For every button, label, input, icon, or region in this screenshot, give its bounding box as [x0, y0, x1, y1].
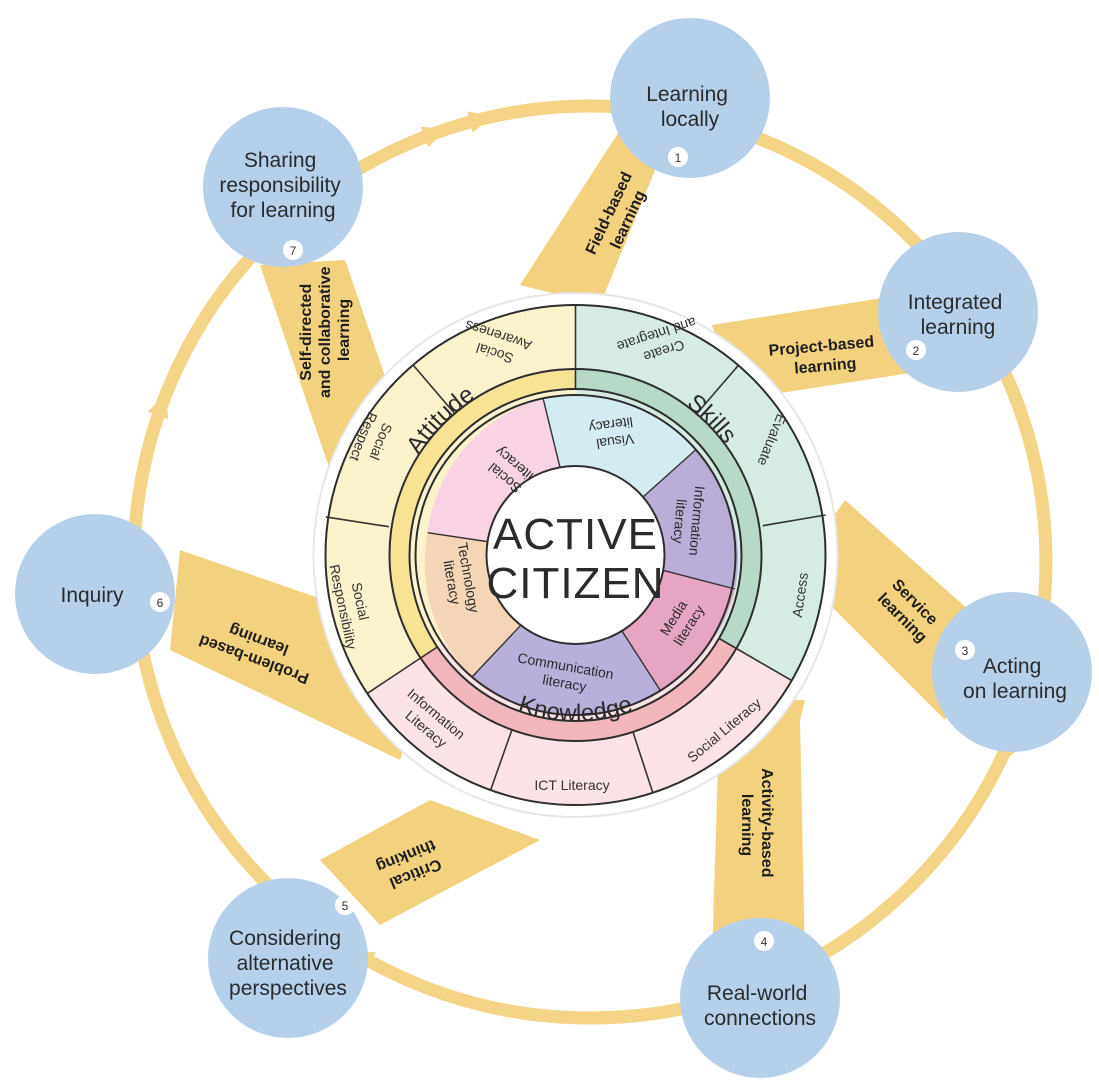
node-circle [208, 878, 368, 1038]
svg-text:4: 4 [761, 935, 768, 949]
node-number-badge [283, 240, 303, 260]
cycle-arrowhead [420, 126, 446, 148]
node-learning-locally: Learning locally 1 [610, 18, 770, 178]
svg-text:Integrated learning: Integrated learning [908, 291, 1008, 339]
inner-segment-communication-literacy [472, 624, 660, 715]
inner-segment-visual-literacy [543, 394, 696, 497]
node-circle [203, 107, 363, 267]
node-real-world: Real-world connections 4 [680, 918, 840, 1078]
inner-segment-media-literacy [621, 570, 735, 690]
node-number-badge [906, 340, 926, 360]
node-number-badge [668, 147, 688, 167]
svg-text:6: 6 [157, 596, 164, 610]
node-circle [610, 18, 770, 178]
cycle-arrowhead [147, 394, 169, 420]
cycle-arrowhead [467, 111, 492, 133]
node-number-badge [754, 931, 774, 951]
band-label-self-directed: Self-directed and collaborative learning [298, 262, 353, 398]
outer-label-ict-literacy: ICT Literacy [534, 777, 609, 793]
svg-text:5: 5 [342, 899, 349, 913]
svg-text:Sharing responsibility: Sharing responsibility for learning [219, 149, 346, 222]
node-considering-alternative-perspectives: Considering alternative perspectives 5 [208, 878, 368, 1038]
svg-text:Learning locally: Learning locally [646, 83, 734, 131]
ring-attitude [389, 369, 576, 658]
inner-dividers [427, 397, 736, 691]
band-project-based-learning [712, 292, 930, 400]
svg-text:Considering alternative: Considering alternative perspectives [229, 927, 347, 1000]
inner-segment-social-literacy [427, 398, 560, 544]
svg-text:Acting on learning: Acting on learning [963, 655, 1067, 703]
learning-nodes: Learning locally 1 Integrated learning 2… [610, 18, 1092, 752]
node-integrated-learning: Integrated learning 2 [878, 232, 1038, 392]
outer-label-access: Access [789, 572, 811, 619]
band-critical-thinking [320, 800, 540, 925]
ring-skills [575, 368, 762, 649]
node-acting-on-learning: Acting on learning 3 [932, 592, 1092, 752]
center-title-line1: ACTIVE [493, 510, 658, 559]
node-circle [932, 592, 1092, 752]
outer-dividers [325, 305, 826, 793]
svg-text:1: 1 [675, 151, 682, 165]
node-number-badge [335, 895, 355, 915]
svg-text:2: 2 [913, 344, 920, 358]
central-wheel: ACTIVE CITIZEN Attitude Skills Knowledge… [312, 292, 839, 818]
svg-text:Real-world connections: Real-world connections [704, 982, 816, 1030]
node-number-badge [150, 592, 170, 612]
svg-text:7: 7 [290, 244, 297, 258]
node-number-badge [955, 640, 975, 660]
svg-text:3: 3 [962, 644, 969, 658]
node-sharing-responsibility: Sharing responsibility for learning 7 [203, 107, 363, 267]
center-disk [485, 465, 666, 645]
inner-label-visual-literacy: Visual literacy [588, 414, 637, 453]
svg-text:Inquiry: Inquiry [60, 584, 124, 607]
inner-segment-information-literacy [643, 450, 738, 589]
band-field-based-learning [520, 130, 660, 305]
ring-knowledge [420, 638, 737, 742]
node-circle [680, 918, 840, 1078]
center-title-line2: CITIZEN [486, 559, 664, 608]
node-circle [15, 514, 175, 674]
band-label-activity-based: Activity-based learning [738, 768, 775, 882]
node-inquiry: Inquiry 6 [15, 514, 175, 674]
inner-label-information-literacy: Information literacy [669, 484, 708, 561]
band-activity-based-learning [712, 700, 805, 960]
